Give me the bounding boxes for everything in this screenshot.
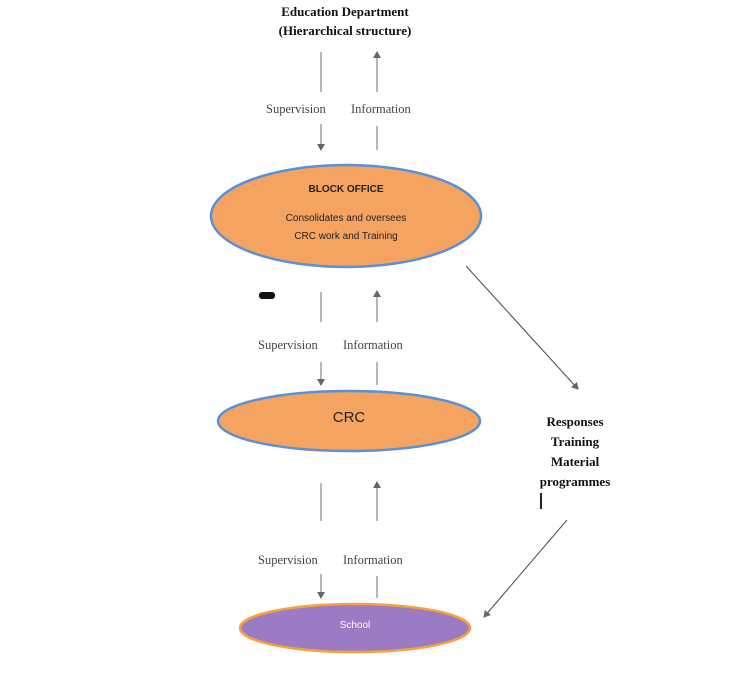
side-label-training: Training — [550, 434, 600, 449]
information-label-1: Information — [351, 102, 411, 116]
supervision-label-1: Supervision — [266, 102, 326, 116]
school-title: School — [339, 620, 371, 631]
supervision-label-3: Supervision — [258, 553, 318, 567]
crc-title: CRC — [332, 409, 366, 426]
crc-node — [216, 389, 482, 453]
block-office-line1: Consolidates and oversees — [285, 213, 407, 224]
ink-mark — [259, 292, 275, 299]
information-label-3: Information — [343, 553, 403, 567]
block-office-node — [209, 163, 483, 269]
side-label-programmes: programmes — [539, 474, 611, 489]
side-label-responses: Responses — [546, 414, 604, 429]
side-label-material: Material — [550, 454, 600, 469]
block-office-title: BLOCK OFFICE — [308, 184, 384, 195]
school-node — [238, 602, 472, 654]
supervision-label-2: Supervision — [258, 338, 318, 352]
information-label-2: Information — [343, 338, 403, 352]
responses-to-school-arrow — [483, 519, 568, 618]
block-to-responses-arrow — [465, 265, 579, 390]
block-office-line2: CRC work and Training — [294, 231, 398, 242]
header-subtitle: (Hierarchical structure) — [278, 23, 412, 38]
header-title: Education Department — [281, 4, 409, 19]
